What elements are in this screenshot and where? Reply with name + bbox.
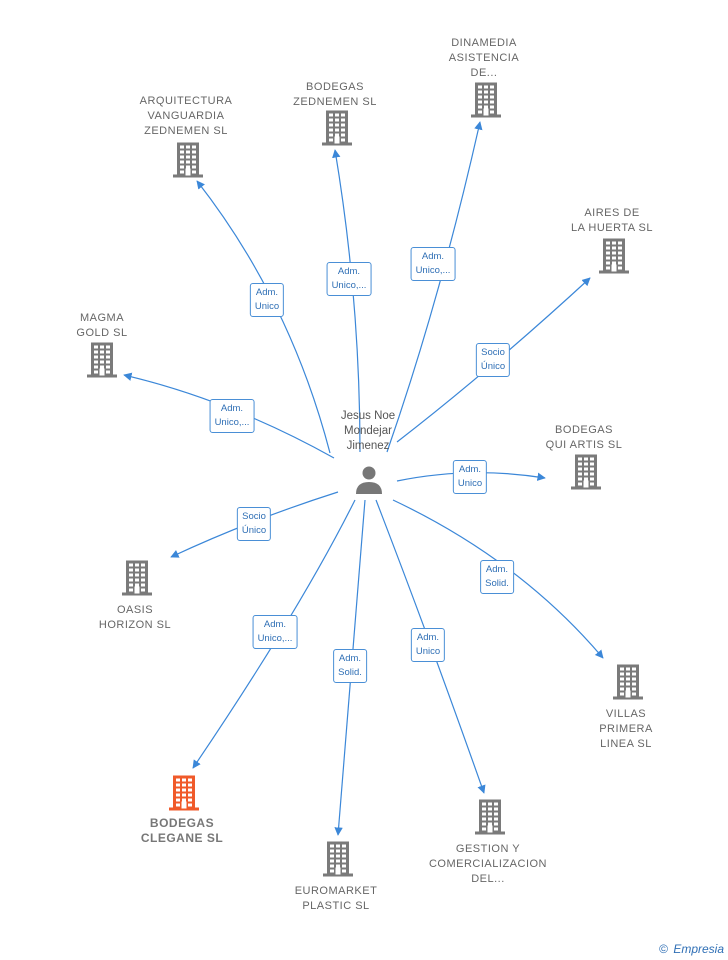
building-icon[interactable] [569, 454, 603, 495]
company-label-bodegas-clegane[interactable]: BODEGAS CLEGANE SL [140, 816, 224, 845]
building-icon[interactable] [469, 82, 503, 123]
relation-label-oasis[interactable]: Socio Único [236, 507, 272, 541]
building-icon[interactable] [171, 142, 205, 183]
copyright-symbol: © [659, 942, 668, 956]
brand-name[interactable]: Empresia [673, 942, 724, 956]
building-icon[interactable] [85, 342, 119, 383]
building-icon[interactable] [320, 110, 354, 151]
relation-label-magma[interactable]: Adm. Unico,... [209, 399, 255, 433]
building-icon[interactable] [167, 775, 201, 816]
person-name[interactable]: Jesus Noe Mondejar Jimenez [340, 410, 396, 452]
relation-label-bodegas-quiartis[interactable]: Adm. Unico [452, 460, 488, 494]
company-label-bodegas-zednemen[interactable]: BODEGAS ZEDNEMEN SL [293, 81, 377, 108]
relation-label-gestion[interactable]: Adm. Unico [410, 628, 446, 662]
edge-bodegas-zednemen [332, 149, 361, 453]
building-icon[interactable] [611, 664, 645, 705]
building-icon[interactable] [321, 841, 355, 882]
relation-label-aires[interactable]: Socio Único [475, 343, 511, 377]
company-label-arquitectura[interactable]: ARQUITECTURA VANGUARDIA ZEDNEMEN SL [139, 95, 233, 137]
relation-label-villas[interactable]: Adm. Solid. [480, 560, 514, 594]
relation-label-dinamedia[interactable]: Adm. Unico,... [410, 247, 456, 281]
building-icon[interactable] [120, 560, 154, 601]
building-icon[interactable] [597, 238, 631, 279]
company-label-dinamedia[interactable]: DINAMEDIA ASISTENCIA DE... [448, 37, 520, 79]
company-label-magma[interactable]: MAGMA GOLD SL [76, 312, 128, 339]
company-label-bodegas-quiartis[interactable]: BODEGAS QUI ARTIS SL [545, 424, 623, 451]
company-label-villas[interactable]: VILLAS PRIMERA LINEA SL [599, 708, 653, 750]
company-label-euromarket[interactable]: EUROMARKET PLASTIC SL [294, 885, 378, 912]
relation-label-euromarket[interactable]: Adm. Solid. [333, 649, 367, 683]
company-label-aires[interactable]: AIRES DE LA HUERTA SL [570, 207, 654, 234]
relation-label-arquitectura[interactable]: Adm. Unico [249, 283, 285, 317]
company-label-gestion[interactable]: GESTION Y COMERCIALIZACION DEL... [428, 843, 547, 885]
edge-dinamedia [386, 121, 483, 453]
building-icon[interactable] [473, 799, 507, 840]
relation-label-bodegas-zednemen[interactable]: Adm. Unico,... [326, 262, 372, 296]
footer-brand: © Empresia [659, 942, 724, 956]
person-icon[interactable] [354, 465, 384, 495]
relation-label-bodegas-clegane[interactable]: Adm. Unico,... [252, 615, 298, 649]
company-label-oasis[interactable]: OASIS HORIZON SL [98, 604, 172, 631]
